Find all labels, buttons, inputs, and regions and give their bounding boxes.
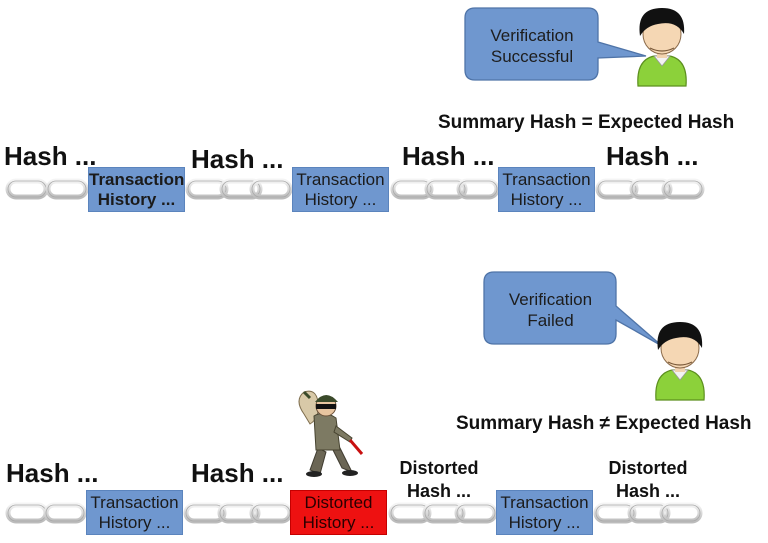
bubble-text-success: Verification Successful bbox=[466, 25, 598, 67]
block-line: History ... bbox=[97, 190, 176, 209]
chain-link-icon bbox=[393, 181, 497, 197]
block-line: History ... bbox=[510, 190, 583, 209]
thief-icon bbox=[298, 390, 364, 477]
transaction-block: Transaction History ... bbox=[496, 490, 593, 535]
block-line: Transaction bbox=[90, 493, 179, 512]
bubble-line: Failed bbox=[527, 311, 574, 330]
chain-link-icon bbox=[188, 181, 290, 197]
block-line: Transaction bbox=[502, 170, 591, 189]
chain-link-icon bbox=[8, 181, 86, 197]
transaction-block: Transaction History ... bbox=[292, 167, 389, 212]
bubble-line: Verification bbox=[508, 290, 593, 309]
speech-bubble-icon bbox=[483, 271, 663, 347]
block-line: History ... bbox=[98, 513, 171, 532]
bubble-line: Successful bbox=[490, 47, 574, 66]
distorted-hash-line: Hash ... bbox=[615, 481, 681, 501]
chain-link-icon bbox=[391, 505, 495, 521]
distorted-block: Distorted History ... bbox=[290, 490, 387, 535]
distorted-hash-line: Distorted bbox=[399, 458, 479, 478]
bubble-text-failed: Verification Failed bbox=[485, 289, 616, 331]
speech-bubble-icon bbox=[464, 7, 647, 81]
transaction-block: Transaction History ... bbox=[498, 167, 595, 212]
distorted-hash-label: Distorted Hash ... bbox=[598, 457, 698, 503]
verifier-person-icon bbox=[637, 7, 687, 87]
equation-equal: Summary Hash = Expected Hash bbox=[438, 112, 735, 133]
hash-label: Hash ... bbox=[191, 458, 284, 488]
hash-label: Hash ... bbox=[402, 141, 495, 171]
hash-label: Hash ... bbox=[191, 144, 284, 174]
chain-link-icon bbox=[8, 505, 84, 521]
transaction-block: Transaction History ... bbox=[86, 490, 183, 535]
block-line: History ... bbox=[508, 513, 581, 532]
block-line: Transaction bbox=[89, 170, 185, 189]
chain-link-icon bbox=[186, 505, 290, 521]
distorted-hash-line: Hash ... bbox=[406, 481, 472, 501]
distorted-hash-label: Distorted Hash ... bbox=[390, 457, 488, 503]
transaction-block: Transaction History ... bbox=[88, 167, 185, 212]
hash-label: Hash ... bbox=[4, 141, 97, 171]
block-line: Transaction bbox=[500, 493, 589, 512]
chain-link-icon bbox=[596, 505, 700, 521]
block-line: Transaction bbox=[296, 170, 385, 189]
bubble-line: Verification bbox=[490, 26, 574, 45]
hash-label: Hash ... bbox=[6, 458, 99, 488]
block-line: History ... bbox=[302, 513, 375, 532]
equation-not-equal: Summary Hash ≠ Expected Hash bbox=[456, 413, 752, 434]
block-line: History ... bbox=[304, 190, 377, 209]
chain-link-icon bbox=[598, 181, 702, 197]
hash-label: Hash ... bbox=[606, 141, 699, 171]
block-line: Distorted bbox=[304, 493, 373, 512]
distorted-hash-line: Distorted bbox=[608, 458, 688, 478]
verifier-person-icon bbox=[655, 321, 705, 401]
